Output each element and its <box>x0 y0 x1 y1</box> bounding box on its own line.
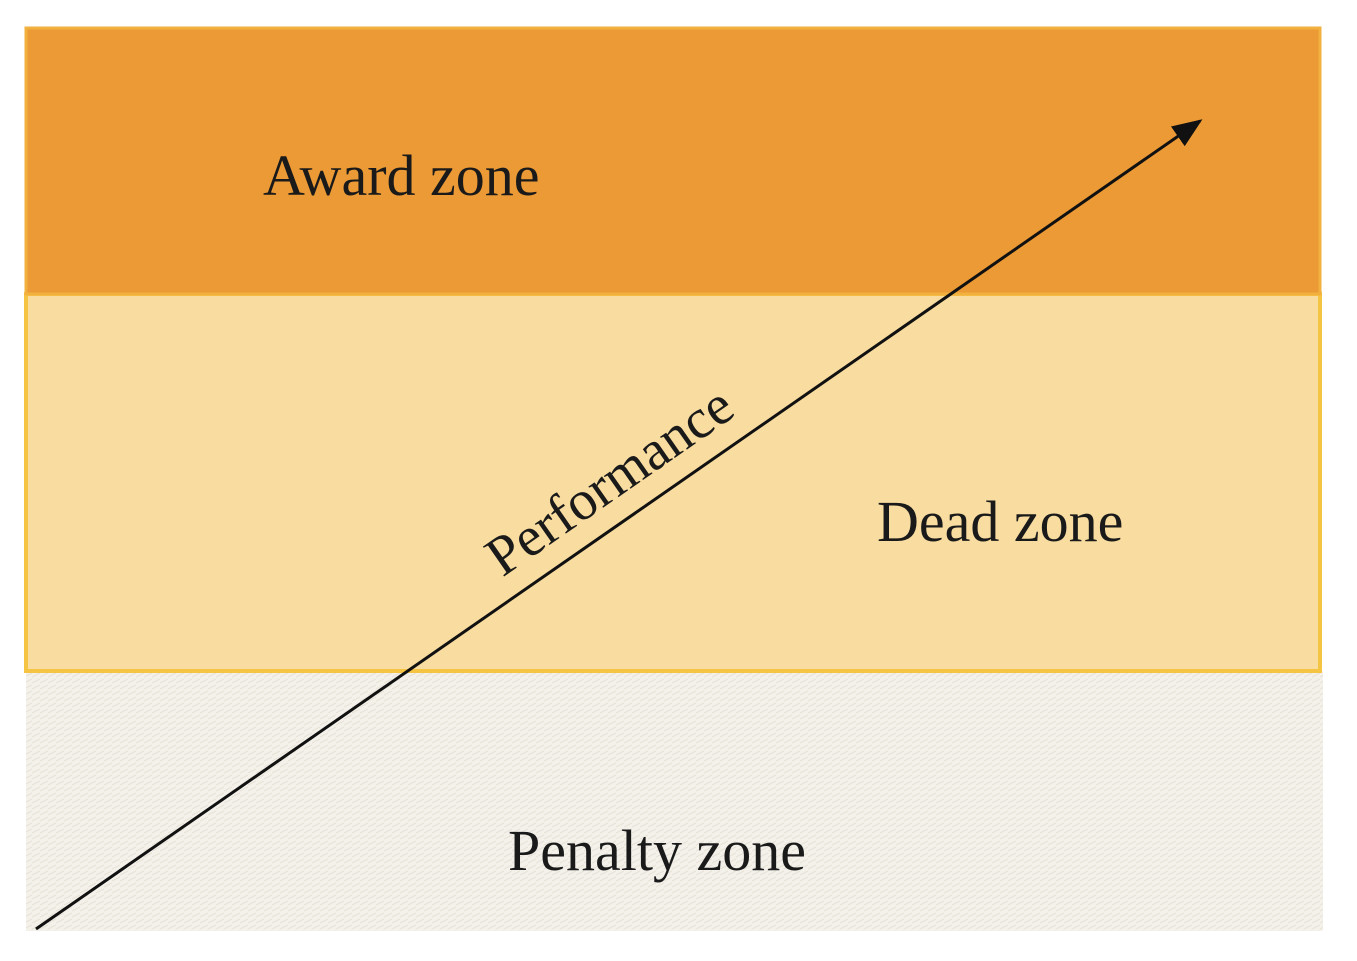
performance-arrow <box>35 119 1203 931</box>
award-zone-label: Award zone <box>263 143 540 208</box>
award-zone <box>24 26 1322 296</box>
dead-zone <box>24 292 1322 673</box>
dead-zone-label: Dead zone <box>877 489 1123 554</box>
penalty-zone <box>26 671 1323 931</box>
penalty-zone-label: Penalty zone <box>508 818 806 883</box>
